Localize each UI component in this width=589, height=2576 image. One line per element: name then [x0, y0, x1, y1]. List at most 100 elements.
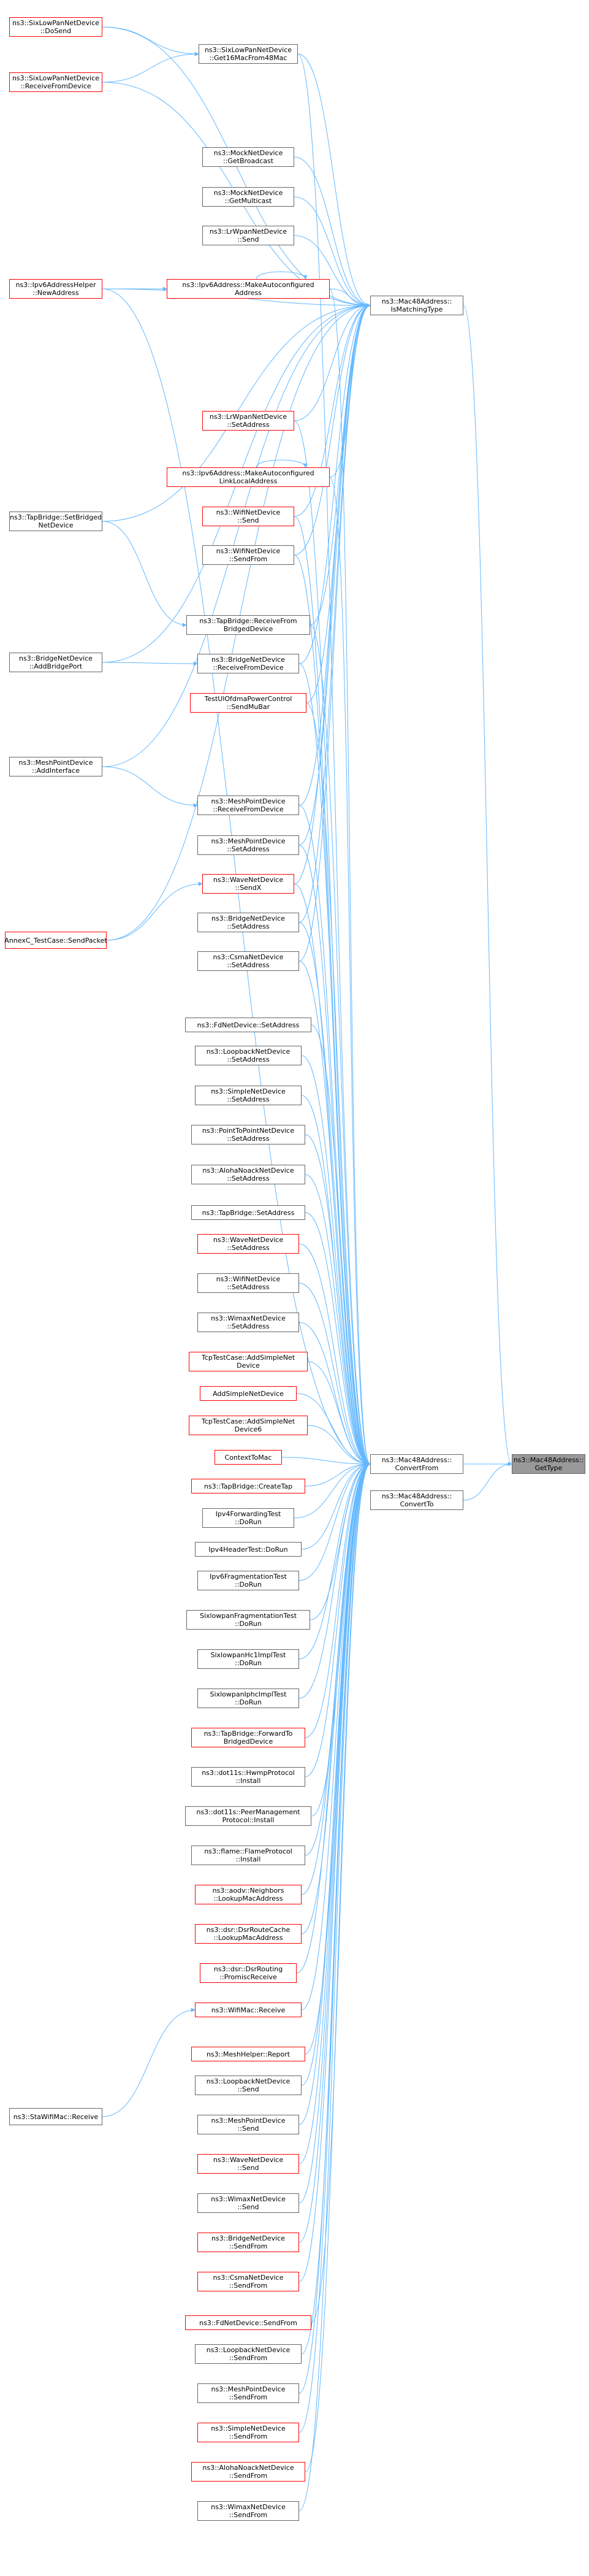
node-loopbacknetdevice-send[interactable]: ns3::LoopbackNetDevice ::Send: [195, 2076, 302, 2095]
node-lrwpannetdevice-send[interactable]: ns3::LrWpanNetDevice ::Send: [202, 226, 294, 245]
node-wifimac-receive[interactable]: ns3::WifiMac::Receive: [195, 2003, 302, 2017]
node-loopbacknetdevice-sendfrom[interactable]: ns3::LoopbackNetDevice ::SendFrom: [195, 2344, 302, 2364]
node-mac48address-convertfrom[interactable]: ns3::Mac48Address:: ConvertFrom: [370, 1454, 463, 1474]
node-csmanetdevice-setaddress[interactable]: ns3::CsmaNetDevice ::SetAddress: [197, 951, 299, 971]
node-ipv6address-makeautoconfiguredaddress[interactable]: ns3::Ipv6Address::MakeAutoconfigured Add…: [167, 279, 330, 299]
node-sixlowpan-get16macfrom48mac[interactable]: ns3::SixLowPanNetDevice ::Get16MacFrom48…: [199, 44, 298, 64]
edge-n_c1_4-to-n_a10: [102, 521, 187, 627]
node-stawifimac-receive[interactable]: ns3::StaWifiMac::Receive: [9, 2108, 102, 2125]
edge-n_b1-to-n_convfrom: [311, 1024, 371, 1466]
node-wavenetdevice-setaddress[interactable]: ns3::WaveNetDevice ::SetAddress: [197, 1234, 299, 1254]
node-sixlowpan-receivefromdevice[interactable]: ns3::SixLowPanNetDevice ::ReceiveFromDev…: [9, 72, 102, 92]
node-wifinetdevice-sendfrom[interactable]: ns3::WifiNetDevice ::SendFrom: [202, 545, 294, 565]
edge-n_c1_1-to-n_a1: [102, 26, 199, 56]
edge-n_a14-to-n_convfrom: [298, 845, 371, 1466]
node-wimaxnetdevice-sendfrom[interactable]: ns3::WimaxNetDevice ::SendFrom: [197, 2501, 299, 2521]
edge-n_b38-to-n_convfrom: [298, 1462, 371, 2394]
node-mocknetdevice-getmulticast[interactable]: ns3::MockNetDevice ::GetMulticast: [202, 187, 294, 207]
node-wavenetdevice-sendx[interactable]: ns3::WaveNetDevice ::SendX: [202, 874, 294, 894]
edge-n_a1-to-n_convfrom: [297, 53, 371, 1466]
node-aodv-neighbors-lookupmacaddress[interactable]: ns3::aodv::Neighbors ::LookupMacAddress: [195, 1885, 302, 1904]
node-dsr-dsrrouting-promiscreceive[interactable]: ns3::dsr::DsrRouting ::PromiscReceive: [200, 1963, 297, 1983]
edge-n_b6-to-n_convfrom: [305, 1212, 371, 1466]
node-dot11s-peermanagementprotocol-install[interactable]: ns3::dot11s::PeerManagement Protocol::In…: [185, 1806, 311, 1826]
node-tapbridge-setaddress[interactable]: ns3::TapBridge::SetAddress: [191, 1205, 305, 1220]
node-bridgenetdevice-addbridgeport[interactable]: ns3::BridgeNetDevice ::AddBridgePort: [9, 653, 102, 672]
node-meshpointdevice-sendfrom[interactable]: ns3::MeshPointDevice ::SendFrom: [197, 2383, 299, 2403]
edge-n_b10-to-n_convfrom: [307, 1361, 371, 1466]
node-ipv6address-makeautoconfiguredlinklocal[interactable]: ns3::Ipv6Address::MakeAutoconfigured Lin…: [167, 467, 330, 487]
node-tcptestcase-addsimplenetdevice[interactable]: TcpTestCase::AddSimpleNet Device: [189, 1352, 308, 1371]
edge-n_a7-to-n_convfrom: [329, 477, 371, 1466]
node-fdnetdevice-sendfrom[interactable]: ns3::FdNetDevice::SendFrom: [185, 2315, 311, 2330]
node-contexttomac[interactable]: ContextToMac: [215, 1450, 282, 1465]
edge-n_b21-to-n_convfrom: [305, 1462, 371, 1738]
node-mac48address-ismatchingtype[interactable]: ns3::Mac48Address:: IsMatchingType: [370, 296, 463, 315]
node-sixlowpan-dosend[interactable]: ns3::SixLowPanNetDevice ::DoSend: [9, 17, 102, 37]
node-meshpointdevice-send[interactable]: ns3::MeshPointDevice ::Send: [197, 2115, 299, 2134]
edge-n_a16-to-n_ismatch: [298, 303, 371, 923]
node-sixlowpanfragmentationtest-dorun[interactable]: SixlowpanFragmentationTest ::DoRun: [186, 1610, 310, 1630]
node-mocknetdevice-getbroadcast[interactable]: ns3::MockNetDevice ::GetBroadcast: [202, 147, 294, 167]
edge-n_c1_6-to-n_a13: [102, 766, 198, 808]
node-bridgenetdevice-setaddress[interactable]: ns3::BridgeNetDevice ::SetAddress: [197, 913, 299, 932]
node-meshpointdevice-setaddress[interactable]: ns3::MeshPointDevice ::SetAddress: [197, 835, 299, 855]
node-ipv6addresshelper-newaddress[interactable]: ns3::Ipv6AddressHelper ::NewAddress: [9, 279, 102, 299]
edge-n_b28-to-n_convfrom: [301, 1462, 371, 2011]
edge-n_ismatch-to-n_gettype: [463, 305, 512, 1466]
node-testulofdmapowercontrol-sendmubar[interactable]: TestUlOfdmaPowerControl ::SendMuBar: [190, 693, 306, 713]
node-tapbridge-forwardtobridgeddevice[interactable]: ns3::TapBridge::ForwardTo BridgedDevice: [191, 1728, 305, 1747]
node-wimaxnetdevice-send[interactable]: ns3::WimaxNetDevice ::Send: [197, 2193, 299, 2213]
node-lrwpannetdevice-setaddress[interactable]: ns3::LrWpanNetDevice ::SetAddress: [202, 411, 294, 431]
node-pointtopointnetdevice-setaddress[interactable]: ns3::PointToPointNetDevice ::SetAddress: [191, 1125, 305, 1144]
edge-n_a12-to-n_convfrom: [306, 702, 371, 1466]
node-tapbridge-receivefrombridgeddevice[interactable]: ns3::TapBridge::ReceiveFrom BridgedDevic…: [186, 615, 310, 635]
edge-n_a11-to-n_convfrom: [298, 663, 371, 1466]
node-addsimplenetdevice[interactable]: AddSimpleNetDevice: [200, 1386, 297, 1401]
node-dot11s-hwmpprotocol-install[interactable]: ns3::dot11s::HwmpProtocol ::Install: [191, 1767, 305, 1787]
edge-n_a9-to-n_ismatch: [294, 303, 371, 556]
node-meshpointdevice-addinterface[interactable]: ns3::MeshPointDevice ::AddInterface: [9, 757, 102, 776]
edge-n_b31-to-n_convfrom: [298, 1462, 371, 2125]
edge-n_b19-to-n_convfrom: [298, 1462, 371, 1660]
node-tapbridge-setbridgednetdevice[interactable]: ns3::TapBridge::SetBridged NetDevice: [9, 512, 102, 531]
node-flame-flameprotocol-install[interactable]: ns3::flame::FlameProtocol ::Install: [191, 1846, 305, 1865]
node-ipv4headertest-dorun[interactable]: Ipv4HeaderTest::DoRun: [195, 1542, 302, 1557]
edge-n_c1_7-to-n_a15: [106, 881, 203, 941]
node-wifinetdevice-setaddress[interactable]: ns3::WifiNetDevice ::SetAddress: [197, 1273, 299, 1293]
node-sixlowpaniphcimpltest-dorun[interactable]: SixlowpanIphcImplTest ::DoRun: [197, 1689, 299, 1708]
node-ipv4forwardingtest-dorun[interactable]: Ipv4ForwardingTest ::DoRun: [202, 1508, 294, 1528]
edge-n_a2-to-n_ismatch: [294, 156, 371, 308]
node-simplenetdevice-setaddress[interactable]: ns3::SimpleNetDevice ::SetAddress: [195, 1086, 302, 1105]
node-tapbridge-createtap[interactable]: ns3::TapBridge::CreateTap: [191, 1479, 305, 1493]
node-wimaxnetdevice-setaddress[interactable]: ns3::WimaxNetDevice ::SetAddress: [197, 1313, 299, 1332]
node-annexc-sendpacket[interactable]: AnnexC_TestCase::SendPacket: [4, 932, 107, 949]
node-alohanoacknetdevice-setaddress[interactable]: ns3::AlohaNoackNetDevice ::SetAddress: [191, 1165, 305, 1184]
edge-n_b22-to-n_convfrom: [305, 1462, 371, 1777]
node-wifinetdevice-send[interactable]: ns3::WifiNetDevice ::Send: [202, 507, 294, 526]
node-dsr-dsrroutecache-lookupmacaddress[interactable]: ns3::dsr::DsrRouteCache ::LookupMacAddre…: [195, 1924, 302, 1944]
edge-n_a10-to-n_convfrom: [310, 624, 371, 1466]
node-alohanoacknetdevice-sendfrom[interactable]: ns3::AlohaNoackNetDevice ::SendFrom: [191, 2462, 305, 2482]
edge-n_a4-to-n_ismatch: [294, 235, 371, 308]
node-wavenetdevice-send[interactable]: ns3::WaveNetDevice ::Send: [197, 2154, 299, 2174]
node-loopbacknetdevice-setaddress[interactable]: ns3::LoopbackNetDevice ::SetAddress: [195, 1046, 302, 1065]
node-meshpointdevice-receivefromdevice[interactable]: ns3::MeshPointDevice ::ReceiveFromDevice: [197, 795, 299, 815]
node-mac48address-convertto[interactable]: ns3::Mac48Address:: ConvertTo: [370, 1490, 463, 1510]
node-fdnetdevice-setaddress[interactable]: ns3::FdNetDevice::SetAddress: [185, 1018, 311, 1032]
node-simplenetdevice-sendfrom[interactable]: ns3::SimpleNetDevice ::SendFrom: [197, 2423, 299, 2442]
edge-n_b7-to-n_convfrom: [298, 1243, 371, 1466]
node-csmanetdevice-sendfrom[interactable]: ns3::CsmaNetDevice ::SendFrom: [197, 2272, 299, 2291]
node-bridgenetdevice-receivefromdevice[interactable]: ns3::BridgeNetDevice ::ReceiveFromDevice: [197, 654, 299, 673]
node-ipv6fragmentationtest-dorun[interactable]: Ipv6FragmentationTest ::DoRun: [197, 1571, 299, 1590]
edge-n_b20-to-n_convfrom: [298, 1462, 371, 1699]
node-mac48address-gettype: ns3::Mac48Address:: GetType: [512, 1454, 585, 1474]
edge-n_b41-to-n_convfrom: [298, 1462, 371, 2512]
node-sixlowpanhc1impltest-dorun[interactable]: SixlowpanHc1ImplTest ::DoRun: [197, 1649, 299, 1669]
node-bridgenetdevice-sendfrom[interactable]: ns3::BridgeNetDevice ::SendFrom: [197, 2233, 299, 2252]
edge-n_a15-to-n_ismatch: [294, 303, 371, 884]
edge-n_b16-to-n_convfrom: [301, 1462, 371, 1550]
node-meshhelper-report[interactable]: ns3::MeshHelper::Report: [191, 2047, 305, 2061]
node-tcptestcase-addsimplenetdevice6[interactable]: TcpTestCase::AddSimpleNet Device6: [189, 1416, 308, 1435]
